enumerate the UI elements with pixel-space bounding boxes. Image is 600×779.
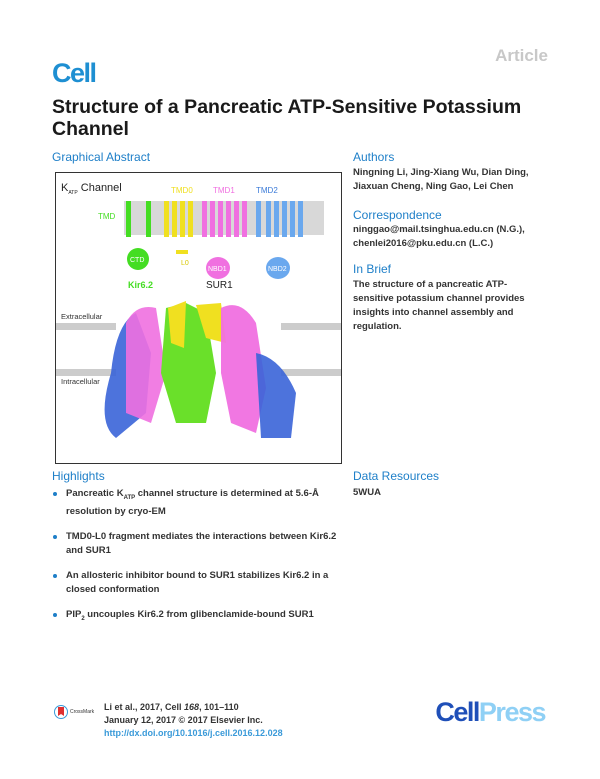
email-1[interactable]: ninggao@mail.tsinghua.edu.cn (N.G.), [353,224,525,235]
l0-label: L0 [181,260,189,267]
email-2[interactable]: chenlei2016@pku.edu.cn (L.C.) [353,238,494,249]
tmd0-helices [164,201,193,237]
crossmark-text: CrossMark [70,709,95,715]
nbd1-label: NBD1 [208,266,227,273]
publication-date: January 12, 2017 © 2017 Elsevier Inc. [104,715,263,725]
kir-label: Kir6.2 [128,280,153,290]
data-resources-heading: Data Resources [353,469,440,483]
channel-diagram: KATP Channel TMD TMD0 TMD1 TMD2 CTD Kir6… [56,182,341,438]
cryo-em-structure [104,301,296,438]
highlights-heading: Highlights [52,469,105,483]
crossmark-logo[interactable]: CrossMark [54,704,94,720]
tmd2-helices [256,201,303,237]
nbd2-label: NBD2 [268,266,287,273]
highlight-item: PIP2 uncouples Kir6.2 from glibenclamide… [52,608,342,626]
ctd-domain [127,248,149,270]
cellpress-logo: CellPress [435,697,546,727]
citation: Li et al., 2017, Cell 168, 101–110 [104,702,239,712]
tmd0-label: TMD0 [171,186,193,195]
correspondence: ninggao@mail.tsinghua.edu.cn (N.G.), che… [353,223,553,251]
l0-segment [176,250,188,254]
intracellular-label: Intracellular [61,377,100,386]
tmd-label: TMD [98,212,116,221]
highlight-item: An allosteric inhibitor bound to SUR1 st… [52,569,342,597]
article-type-label: Article [495,46,548,65]
nbd2-domain [266,257,290,279]
graphical-abstract-heading: Graphical Abstract [52,150,151,164]
authors-heading: Authors [353,150,395,164]
authors-list: Ningning Li, Jing-Xiang Wu, Dian Ding, J… [353,167,529,192]
ctd-label: CTD [130,257,144,264]
in-brief-heading: In Brief [353,262,392,276]
journal-logo: Cell [52,58,97,88]
doi-link[interactable]: http://dx.doi.org/10.1016/j.cell.2016.12… [104,728,283,738]
tmd1-helices [202,201,247,237]
graphical-abstract: KATP Channel TMD TMD0 TMD1 TMD2 CTD Kir6… [55,172,342,464]
membrane-left-top [56,323,116,330]
tmd1-label: TMD1 [213,186,235,195]
data-resource-id[interactable]: 5WUA [353,487,381,498]
correspondence-heading: Correspondence [353,208,442,222]
paper-title: Structure of a Pancreatic ATP-Sensitive … [52,96,522,140]
kir-helices [126,201,151,237]
sur1-label: SUR1 [206,280,233,291]
membrane-right-bottom [281,369,341,376]
nbd1-domain [206,257,230,279]
citation-footer: Li et al., 2017, Cell 168, 101–110 Janua… [104,701,283,740]
tmd2-label: TMD2 [256,186,278,195]
membrane-left-bottom [56,369,116,376]
highlight-item: Pancreatic KATP channel structure is det… [52,487,342,519]
channel-label: KATP Channel [61,182,122,196]
highlights-list: Pancreatic KATP channel structure is det… [52,487,342,637]
membrane-right-top [281,323,341,330]
highlight-item: TMD0-L0 fragment mediates the interactio… [52,530,342,558]
in-brief-text: The structure of a pancreatic ATP-sensit… [353,279,525,332]
crossmark-icon [54,705,68,719]
extracellular-label: Extracellular [61,312,103,321]
